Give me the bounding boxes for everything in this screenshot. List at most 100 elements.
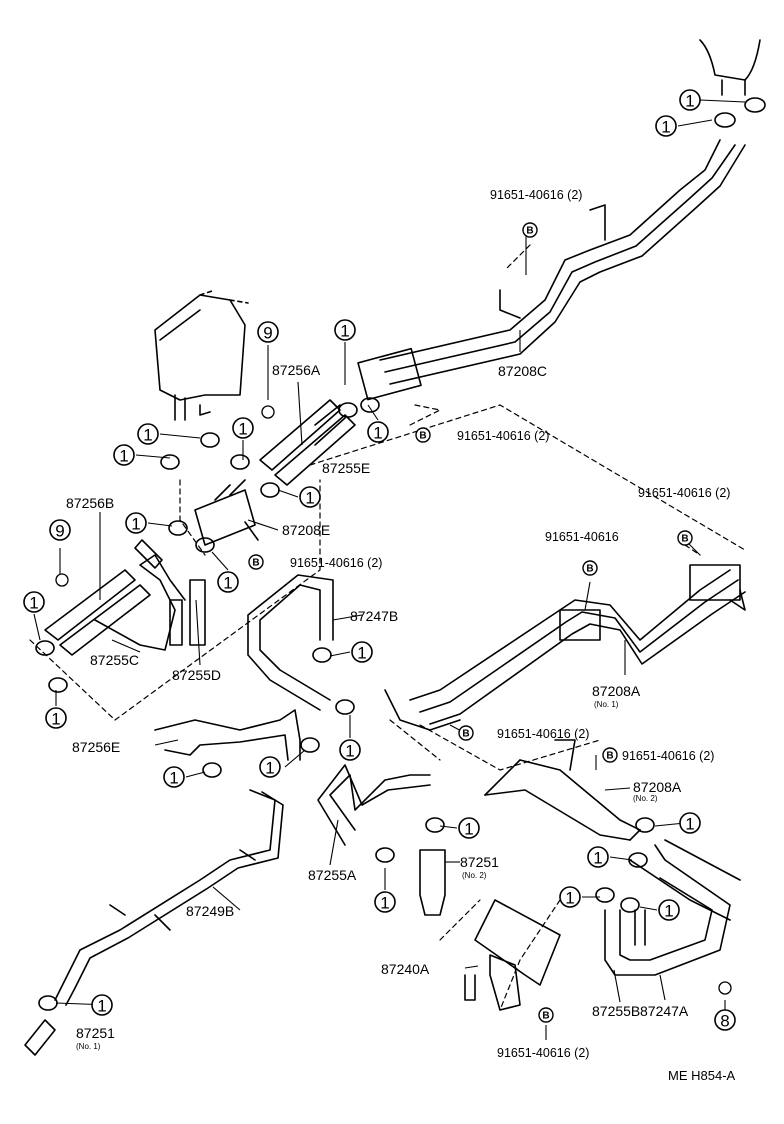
plug-87251-no2-drawing bbox=[419, 849, 446, 916]
clip-ref-marker: 1 bbox=[137, 423, 159, 445]
bolt-ref-marker: B bbox=[677, 530, 693, 546]
label-87256E: 87256E bbox=[72, 739, 120, 755]
grommet-ref-marker: 9 bbox=[257, 321, 279, 343]
clip-ref-marker: 1 bbox=[658, 899, 680, 921]
hose-87249B-drawing bbox=[54, 789, 284, 1006]
label-87208E: 87208E bbox=[282, 522, 330, 538]
bolt-markers: B B B B B B B B bbox=[248, 222, 693, 1023]
clip-ref-marker: 1 bbox=[217, 571, 239, 593]
bolt-label: 91651-40616 (2) bbox=[497, 727, 589, 741]
clip-ref-marker: 1 bbox=[23, 591, 45, 613]
sublabel-no2: (No. 2) bbox=[633, 794, 658, 803]
bolt-ref-marker: B bbox=[415, 427, 431, 443]
svg-text:B: B bbox=[542, 1011, 549, 1022]
bolt-label: 91651-40616 (2) bbox=[290, 556, 382, 570]
bolt-ref-marker: B bbox=[248, 554, 264, 570]
svg-text:1: 1 bbox=[29, 594, 38, 613]
svg-text:1: 1 bbox=[143, 426, 152, 445]
hoses-lower-right-drawing bbox=[604, 839, 741, 976]
label-87255C: 87255C bbox=[90, 652, 139, 668]
clip-ref-marker: 1 bbox=[125, 512, 147, 534]
svg-text:1: 1 bbox=[357, 644, 366, 663]
clip-ref-marker: 1 bbox=[45, 707, 67, 729]
clip-ref-marker: 1 bbox=[299, 486, 321, 508]
svg-text:B: B bbox=[462, 729, 469, 740]
svg-text:1: 1 bbox=[664, 902, 673, 921]
label-87251-no1: 87251 bbox=[76, 1025, 115, 1041]
part-number-labels: 87256A 87208C 87255E 87256B 87208E 87247… bbox=[66, 362, 689, 1041]
label-87247B: 87247B bbox=[350, 608, 398, 624]
grommet-dot bbox=[55, 573, 69, 587]
svg-text:B: B bbox=[606, 751, 613, 762]
svg-text:8: 8 bbox=[720, 1012, 729, 1031]
rear-unit-outline bbox=[699, 39, 761, 96]
clip-ref-marker: 1 bbox=[587, 846, 609, 868]
svg-text:1: 1 bbox=[223, 574, 232, 593]
hose-87255A-drawing bbox=[317, 764, 431, 846]
svg-text:1: 1 bbox=[685, 92, 694, 111]
bolt-label: 91651-40616 (2) bbox=[457, 429, 549, 443]
fitting-87208E-drawing bbox=[194, 479, 259, 546]
grommet-dot bbox=[261, 405, 275, 419]
clip-ref-marker: 1 bbox=[458, 817, 480, 839]
svg-text:1: 1 bbox=[305, 489, 314, 508]
plug-87251-no1-drawing bbox=[24, 1019, 56, 1056]
label-87208C: 87208C bbox=[498, 363, 547, 379]
clip-ref-marker: 1 bbox=[163, 766, 185, 788]
hose-87256E-drawing bbox=[154, 709, 301, 761]
svg-text:1: 1 bbox=[51, 710, 60, 729]
clip-ref-marker: 1 bbox=[259, 756, 281, 778]
svg-text:1: 1 bbox=[685, 815, 694, 834]
clip-ref-marker: 1 bbox=[655, 115, 677, 137]
hose-cluster-left-drawing bbox=[44, 539, 206, 656]
bolt-label: 91651-40616 (2) bbox=[622, 749, 714, 763]
svg-text:1: 1 bbox=[131, 515, 140, 534]
valve-87240A-drawing bbox=[464, 899, 561, 1011]
grommet-dot bbox=[718, 981, 732, 995]
clip-ref-marker: 1 bbox=[334, 319, 356, 341]
bolt-label: 91651-40616 (2) bbox=[490, 188, 582, 202]
sublabel-no1-plug: (No. 1) bbox=[76, 1042, 101, 1051]
bolt-ref-marker: B bbox=[582, 560, 598, 576]
svg-text:B: B bbox=[586, 564, 593, 575]
clip-ref-marker: 1 bbox=[351, 641, 373, 663]
bolt-label: 91651-40616 (2) bbox=[638, 486, 730, 500]
svg-text:1: 1 bbox=[119, 447, 128, 466]
svg-text:1: 1 bbox=[373, 424, 382, 443]
clip-ref-marker: 1 bbox=[91, 994, 113, 1016]
svg-text:9: 9 bbox=[55, 522, 64, 541]
svg-text:B: B bbox=[681, 534, 688, 545]
svg-text:1: 1 bbox=[238, 420, 247, 439]
clip-ref-marker: 1 bbox=[339, 739, 361, 761]
diagram-code: ME H854-A bbox=[668, 1068, 736, 1083]
svg-text:1: 1 bbox=[345, 742, 354, 761]
bolt-ref-marker: B bbox=[538, 1007, 554, 1023]
label-87249B: 87249B bbox=[186, 903, 234, 919]
pipe-87208A-drawing bbox=[384, 564, 746, 731]
svg-text:1: 1 bbox=[661, 118, 670, 137]
clip-ref-marker: 1 bbox=[367, 421, 389, 443]
label-87240A: 87240A bbox=[381, 961, 430, 977]
dashed-leader-lines bbox=[29, 244, 746, 1011]
clip-ref-marker: 1 bbox=[374, 891, 396, 913]
sub-labels: (No. 1) (No. 2) (No. 2) (No. 1) bbox=[76, 700, 658, 1051]
clip-ref-marker: 1 bbox=[232, 417, 254, 439]
svg-text:1: 1 bbox=[593, 849, 602, 868]
grommet-ref-marker: 9 bbox=[49, 519, 71, 541]
label-87255E: 87255E bbox=[322, 460, 370, 476]
bolt-ref-marker: B bbox=[458, 725, 474, 741]
clip-ref-marker: 1 bbox=[559, 886, 581, 908]
label-87255B: 87255B bbox=[592, 1003, 640, 1019]
svg-text:1: 1 bbox=[380, 894, 389, 913]
label-87256B: 87256B bbox=[66, 495, 114, 511]
label-87255D: 87255D bbox=[172, 667, 221, 683]
hose-87247B-drawing bbox=[247, 574, 334, 711]
label-87247A: 87247A bbox=[640, 1003, 689, 1019]
grommet-ref-marker: 8 bbox=[714, 1009, 736, 1031]
sublabel-no1: (No. 1) bbox=[594, 700, 619, 709]
label-87251-no2: 87251 bbox=[460, 854, 499, 870]
label-87255A: 87255A bbox=[308, 867, 357, 883]
pipe-87208C-drawing bbox=[357, 139, 746, 401]
hoses-upper-middle-drawing bbox=[259, 399, 356, 486]
